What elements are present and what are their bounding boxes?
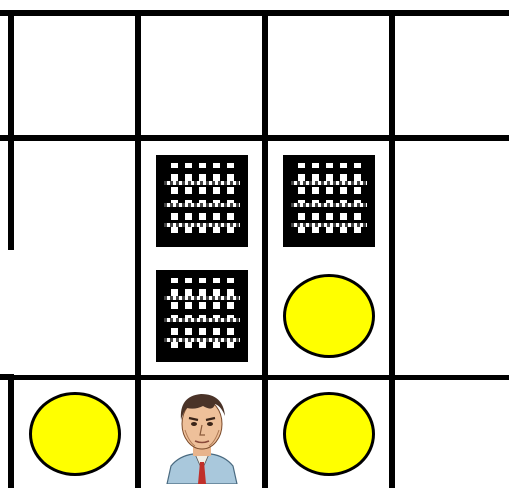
crate-stripe bbox=[164, 338, 240, 342]
yellow-coin-icon bbox=[283, 392, 375, 476]
board-cell-r3-c3[interactable] bbox=[395, 380, 509, 488]
crate-stripe bbox=[164, 223, 240, 227]
board-cell-r2-c3[interactable] bbox=[395, 256, 509, 375]
crate-stripe bbox=[164, 296, 240, 300]
board-cell-r0-c0[interactable] bbox=[14, 16, 135, 135]
crate-stripe bbox=[164, 203, 240, 207]
board-cell-r1-c0[interactable] bbox=[14, 141, 135, 260]
crate-stripe bbox=[291, 181, 367, 185]
crate-stripe bbox=[291, 203, 367, 207]
crate-stripe bbox=[164, 318, 240, 322]
crate-stripe bbox=[291, 223, 367, 227]
checkered-crate-icon bbox=[283, 155, 375, 247]
yellow-coin-icon bbox=[283, 274, 375, 358]
board-cell-r1-c3[interactable] bbox=[395, 141, 509, 260]
checkered-crate-icon bbox=[156, 155, 248, 247]
checkered-crate-icon bbox=[156, 270, 248, 362]
board-cell-r0-c1[interactable] bbox=[141, 16, 262, 135]
board-cell-r0-c2[interactable] bbox=[268, 16, 389, 135]
crate-stripe bbox=[164, 181, 240, 185]
board-cell-r0-c3[interactable] bbox=[395, 16, 509, 135]
player-portrait-icon bbox=[159, 384, 245, 484]
board-cell-r2-c0[interactable] bbox=[14, 256, 135, 375]
yellow-coin-icon bbox=[29, 392, 121, 476]
